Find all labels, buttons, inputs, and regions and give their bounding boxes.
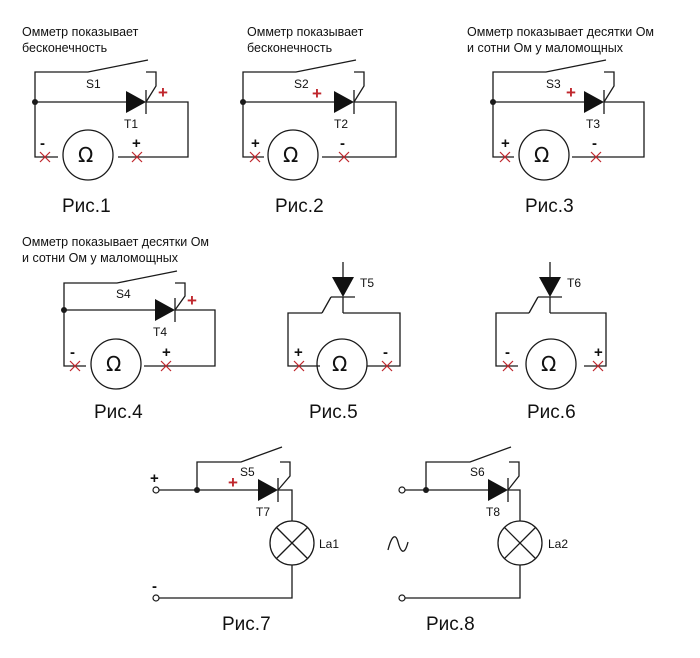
ac-source-icon: [387, 536, 409, 552]
minus-sign: -: [152, 578, 157, 595]
switch-label: S2: [294, 77, 309, 91]
plus-sign: +: [187, 291, 197, 310]
plus-sign: +: [594, 344, 603, 361]
minus-sign: -: [70, 344, 75, 361]
svg-text:Ω: Ω: [106, 352, 121, 376]
figure-caption: Рис.4: [94, 402, 143, 423]
minus-sign: -: [592, 135, 597, 152]
note-line-2: бесконечность: [22, 41, 107, 55]
lamp-label: La1: [319, 537, 339, 551]
device-label: T8: [486, 505, 500, 519]
switch-label: S1: [86, 77, 101, 91]
ohmmeter-icon: Ω: [90, 338, 142, 390]
minus-sign: -: [40, 135, 45, 152]
plus-sign: +: [566, 83, 576, 102]
note-line-1: Омметр показывает: [247, 25, 364, 39]
thyristor-t2-icon: [334, 90, 355, 114]
device-label: T6: [567, 276, 581, 290]
switch-s5: [196, 446, 291, 491]
plus-sign: +: [150, 470, 159, 487]
lamp-label: La2: [548, 537, 568, 551]
thyristor-t6-icon: [528, 262, 562, 314]
note-line-1: Омметр показывает десятки Ом: [467, 25, 654, 39]
switch-label: S5: [240, 465, 255, 479]
switch-s6: [425, 446, 520, 491]
figure-1: Омметр показывает бесконечность S1 T1 + …: [22, 25, 189, 217]
note-line-2: и сотни Ом у маломощных: [467, 41, 624, 55]
figure-caption: Рис.3: [525, 196, 574, 217]
figure-5: T5 Ω + - Рис.5: [287, 262, 401, 423]
switch-s1: [34, 59, 157, 103]
switch-label: S4: [116, 287, 131, 301]
note-line-2: бесконечность: [247, 41, 332, 55]
thyristor-t1-icon: [126, 90, 147, 114]
note-line-1: Омметр показывает десятки Ом: [22, 235, 209, 249]
device-label: T3: [586, 117, 600, 131]
ohmmeter-icon: Ω: [62, 129, 114, 181]
figure-4: Омметр показывает десятки Ом и сотни Ом …: [22, 235, 216, 423]
lamp-la2-icon: [497, 520, 543, 566]
thyristor-t8-icon: [488, 478, 509, 502]
minus-sign: -: [340, 135, 345, 152]
svg-text:Ω: Ω: [78, 143, 93, 167]
thyristor-t4-icon: [155, 298, 176, 322]
ohmmeter-icon: Ω: [316, 338, 368, 390]
device-label: T2: [334, 117, 348, 131]
minus-sign: -: [505, 344, 510, 361]
svg-text:Ω: Ω: [283, 143, 298, 167]
device-label: T7: [256, 505, 270, 519]
note-line-1: Омметр показывает: [22, 25, 139, 39]
figure-3: Омметр показывает десятки Ом и сотни Ом …: [467, 25, 654, 217]
ohmmeter-icon: Ω: [518, 129, 570, 181]
figure-2: Омметр показывает бесконечность S2 T2 + …: [240, 25, 397, 217]
switch-label: S3: [546, 77, 561, 91]
figure-caption: Рис.6: [527, 402, 576, 423]
figure-6: T6 Ω - + Рис.6: [495, 262, 607, 423]
thyristor-t5-icon: [321, 262, 355, 314]
ohmmeter-icon: Ω: [267, 129, 319, 181]
switch-s2: [242, 59, 365, 103]
svg-text:Ω: Ω: [332, 352, 347, 376]
plus-sign: +: [501, 135, 510, 152]
lamp-la1-icon: [269, 520, 315, 566]
figure-caption: Рис.5: [309, 402, 358, 423]
ohmmeter-icon: Ω: [525, 338, 577, 390]
plus-sign: +: [294, 344, 303, 361]
switch-s4: [63, 270, 186, 311]
thyristor-t7-icon: [258, 478, 279, 502]
svg-text:Ω: Ω: [534, 143, 549, 167]
figure-caption: Рис.2: [275, 196, 324, 217]
plus-sign: +: [158, 83, 168, 102]
device-label: T1: [124, 117, 138, 131]
figure-caption: Рис.1: [62, 196, 111, 217]
figure-8: S6 T8 La2 Рис.8: [398, 446, 568, 635]
svg-text:Ω: Ω: [541, 352, 556, 376]
minus-sign: -: [383, 344, 388, 361]
switch-s3: [492, 59, 615, 103]
plus-sign: +: [162, 344, 171, 361]
thyristor-t3-icon: [584, 90, 605, 114]
switch-label: S6: [470, 465, 485, 479]
figure-caption: Рис.7: [222, 614, 271, 635]
device-label: T5: [360, 276, 374, 290]
plus-sign: +: [312, 84, 322, 103]
device-label: T4: [153, 325, 167, 339]
plus-sign: +: [132, 135, 141, 152]
figure-7: S5 + - T7 + La1 Рис.7: [150, 446, 339, 635]
plus-sign: +: [251, 135, 260, 152]
plus-sign: +: [228, 473, 238, 492]
figure-caption: Рис.8: [426, 614, 475, 635]
note-line-2: и сотни Ом у маломощных: [22, 251, 179, 265]
